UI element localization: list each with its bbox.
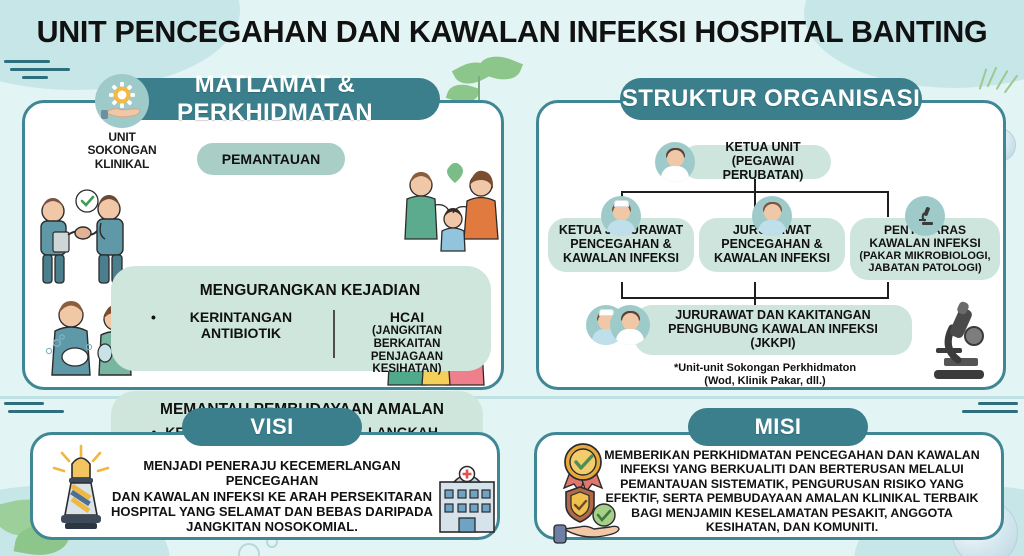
vision-line-1: MENJADI PENERAJU KECEMERLANGAN PENCEGAHA… bbox=[143, 458, 401, 489]
column-divider bbox=[333, 310, 335, 358]
org-node-ketua-unit: KETUA UNIT (PEGAWAI PERUBATAN) bbox=[655, 141, 831, 182]
vision-line-4: JANGKITAN NOSOKOMIAL. bbox=[186, 519, 358, 535]
vision-card bbox=[30, 432, 500, 540]
mission-card bbox=[534, 432, 1004, 540]
goal-box-reduce-incidence: MENGURANGKAN KEJADIAN • KERINTANGAN ANTI… bbox=[111, 266, 491, 375]
nurse-avatar-icon-2 bbox=[752, 196, 792, 236]
panel-divider bbox=[0, 396, 1024, 399]
org-l2-2-line-3: (PAKAR MIKROBIOLOGI, bbox=[859, 250, 991, 263]
unit-sokongan-klinikal-badge: UNIT SOKONGAN KLINIKAL bbox=[58, 74, 186, 171]
nurse-avatar-icon bbox=[601, 196, 641, 236]
org-node-jururawat: JURURAWAT PENCEGAHAN & KAWALAN INFEKSI bbox=[699, 196, 845, 280]
org-l2-2-line-2: KAWALAN INFEKSI bbox=[869, 235, 981, 250]
goal1-right-sub-2: PENJAGAAN KESIHATAN) bbox=[370, 350, 444, 376]
org-connector-up-right bbox=[887, 282, 889, 298]
org-node-l3-label: JURURAWAT DAN KAKITANGAN PENGHUBUNG KAWA… bbox=[634, 305, 912, 355]
mission-line-2: INFEKSI YANG BERKUALITI DAN BERTERUSAN M… bbox=[620, 462, 964, 477]
doctor-avatar-icon-2 bbox=[610, 305, 650, 345]
org-node-root-label: KETUA UNIT (PEGAWAI PERUBATAN) bbox=[681, 141, 831, 182]
org-connector-up-left bbox=[621, 282, 623, 298]
org-note-line-1: *Unit-unit Sokongan Perkhidmaton bbox=[673, 362, 857, 374]
mission-line-3: PEMANTAUAN SISTEMATIK, PENGURUSAN RISIKO… bbox=[620, 476, 964, 491]
mission-header-pill: MISI bbox=[688, 408, 868, 446]
unit-badge-line-1: UNIT bbox=[108, 130, 136, 144]
org-l3-line-3: (JKKPI) bbox=[750, 335, 796, 350]
org-l2-0-line-2: PENCEGAHAN & bbox=[570, 237, 672, 252]
vision-statement: MENJADI PENERAJU KECEMERLANGAN PENCEGAHA… bbox=[110, 458, 434, 535]
unit-badge-line-3: KLINIKAL bbox=[94, 156, 150, 171]
goal1-right-main: HCAI bbox=[389, 309, 425, 325]
org-level-2-row: KETUA JURURAWAT PENCEGAHAN & KAWALAN INF… bbox=[548, 196, 1000, 280]
org-jkkpi-note: *Unit-unit Sokongan Perkhidmaton (Wod, K… bbox=[600, 362, 930, 387]
org-header-pill: STRUKTUR ORGANISASI bbox=[620, 78, 922, 120]
org-node-jkkpi: JURURAWAT DAN KAKITANGAN PENGHUBUNG KAWA… bbox=[586, 305, 986, 355]
goal1-right-column: HCAI (JANGKITAN BERKAITAN PENJAGAAN KESI… bbox=[347, 309, 467, 376]
dashed-lines-icon-bottom-left bbox=[4, 402, 74, 418]
org-l3-line-2: PENGHUBUNG KAWALAN INFEKSI bbox=[668, 322, 878, 337]
org-root-line-1: KETUA UNIT bbox=[725, 140, 801, 155]
vision-line-3: HOSPITAL YANG SELAMAT DAN BEBAS DARIPADA bbox=[111, 503, 433, 519]
unit-badge-line-2: SOKONGAN bbox=[87, 143, 157, 158]
org-l2-2-line-4: JABATAN PATOLOGI) bbox=[868, 262, 982, 275]
org-node-ketua-jururawat: KETUA JURURAWAT PENCEGAHAN & KAWALAN INF… bbox=[548, 196, 694, 280]
page-title: UNIT PENCEGAHAN DAN KAWALAN INFEKSI HOSP… bbox=[36, 14, 988, 49]
pemantauan-subheader-pill: PEMANTAUAN bbox=[197, 143, 345, 175]
mission-line-1: MEMBERIKAN PERKHIDMATAN PENCEGAHAN DAN K… bbox=[604, 448, 980, 462]
org-connector-branch-right bbox=[887, 191, 889, 217]
goal1-left-label: KERINTANGAN ANTIBIOTIK bbox=[189, 309, 293, 341]
org-node-penyelaras: PENYELARAS KAWALAN INFEKSI (PAKAR MIKROB… bbox=[850, 196, 1000, 280]
mission-statement: MEMBERIKAN PERKHIDMATAN PENCEGAHAN DAN K… bbox=[596, 448, 988, 534]
goal1-right-sub-1: (JANGKITAN BERKAITAN bbox=[371, 325, 443, 351]
goal1-left-column: • KERINTANGAN ANTIBIOTIK bbox=[151, 309, 321, 341]
bullet-icon: • bbox=[151, 309, 156, 325]
mission-line-5: BAGI MENJAMIN KESELAMATAN PESAKIT, ANGGO… bbox=[631, 505, 953, 520]
org-l2-0-line-3: KAWALAN INFEKSI bbox=[563, 250, 679, 265]
org-l2-1-line-3: KAWALAN INFEKSI bbox=[714, 250, 830, 265]
org-l3-line-1: JURURAWAT DAN KAKITANGAN bbox=[675, 308, 871, 323]
goal-heading-1: MENGURANGKAN KEJADIAN bbox=[199, 282, 421, 299]
org-l2-1-line-2: PENCEGAHAN & bbox=[721, 237, 823, 252]
dashed-lines-icon-bottom-right bbox=[950, 402, 1020, 418]
org-connector-up-mid bbox=[754, 282, 756, 298]
microscope-avatar-icon bbox=[905, 196, 945, 236]
family-with-heart-icon bbox=[404, 163, 499, 252]
vision-header-pill: VISI bbox=[182, 408, 362, 446]
mission-line-4: EFEKTIF, SERTA PEMBUDAYAAN AMALAN KLINIK… bbox=[605, 491, 979, 506]
doctor-avatar-icon bbox=[655, 142, 695, 182]
mission-line-6: KESIHATAN, DAN KOMUNITI. bbox=[705, 519, 879, 534]
gear-in-hand-icon bbox=[95, 74, 149, 128]
vision-line-2: DAN KAWALAN INFEKSI KE ARAH PERSEKITARAN bbox=[112, 488, 432, 504]
org-note-line-2: (Wod, Klinik Pakar, dll.) bbox=[704, 374, 826, 387]
org-root-line-2: (PEGAWAI PERUBATAN) bbox=[722, 154, 804, 182]
